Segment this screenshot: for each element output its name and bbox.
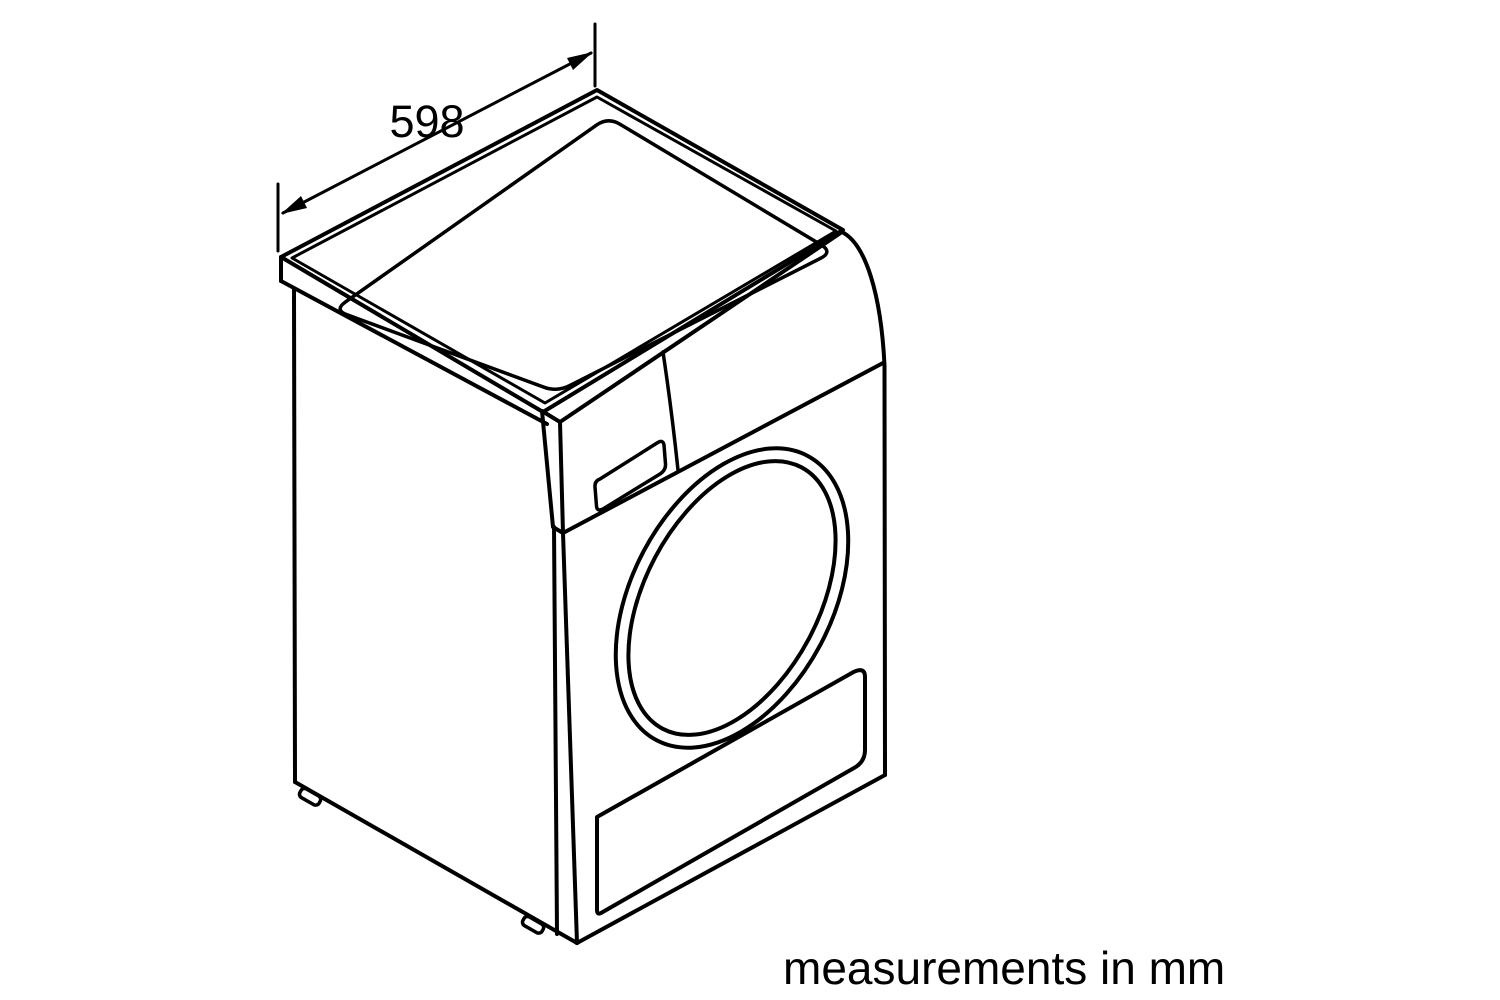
side-panel-bottom-edge [293, 780, 579, 945]
side-panel-front-edge [292, 288, 297, 784]
control-panel-divider-curve [661, 350, 680, 472]
worktop [279, 88, 845, 426]
worktop-recess-outline [338, 119, 829, 391]
control-panel-left-end-cap [540, 409, 565, 535]
display-window [593, 439, 668, 512]
control-panel [540, 230, 887, 777]
worktop-outer-edge [279, 88, 845, 414]
worktop-border-line [290, 95, 838, 405]
chamfer-edge-left [552, 525, 559, 936]
left-side-panel [292, 288, 579, 945]
control-panel-bottom-edge [561, 361, 885, 535]
door-outer-ring [613, 446, 851, 750]
arrowhead-right-icon [567, 52, 593, 70]
units-note-label: measurements in mm [783, 942, 1225, 994]
arrowhead-left-icon [281, 196, 307, 214]
front-panel-bottom-edge [575, 773, 887, 945]
front-panel [575, 446, 887, 945]
worktop-front-lower-edge [279, 279, 549, 426]
width-dimension-annotation: 598 [276, 22, 597, 253]
right-corner-curve-and-edge [840, 230, 887, 777]
dimension-line [281, 51, 593, 215]
chamfer-edge-right [561, 531, 579, 945]
control-panel-top-edge [558, 230, 844, 424]
service-flap-panel [595, 668, 867, 916]
dimension-value-label: 598 [389, 96, 464, 147]
door-inner-ring [626, 459, 838, 737]
front-left-corner-post [552, 525, 579, 945]
